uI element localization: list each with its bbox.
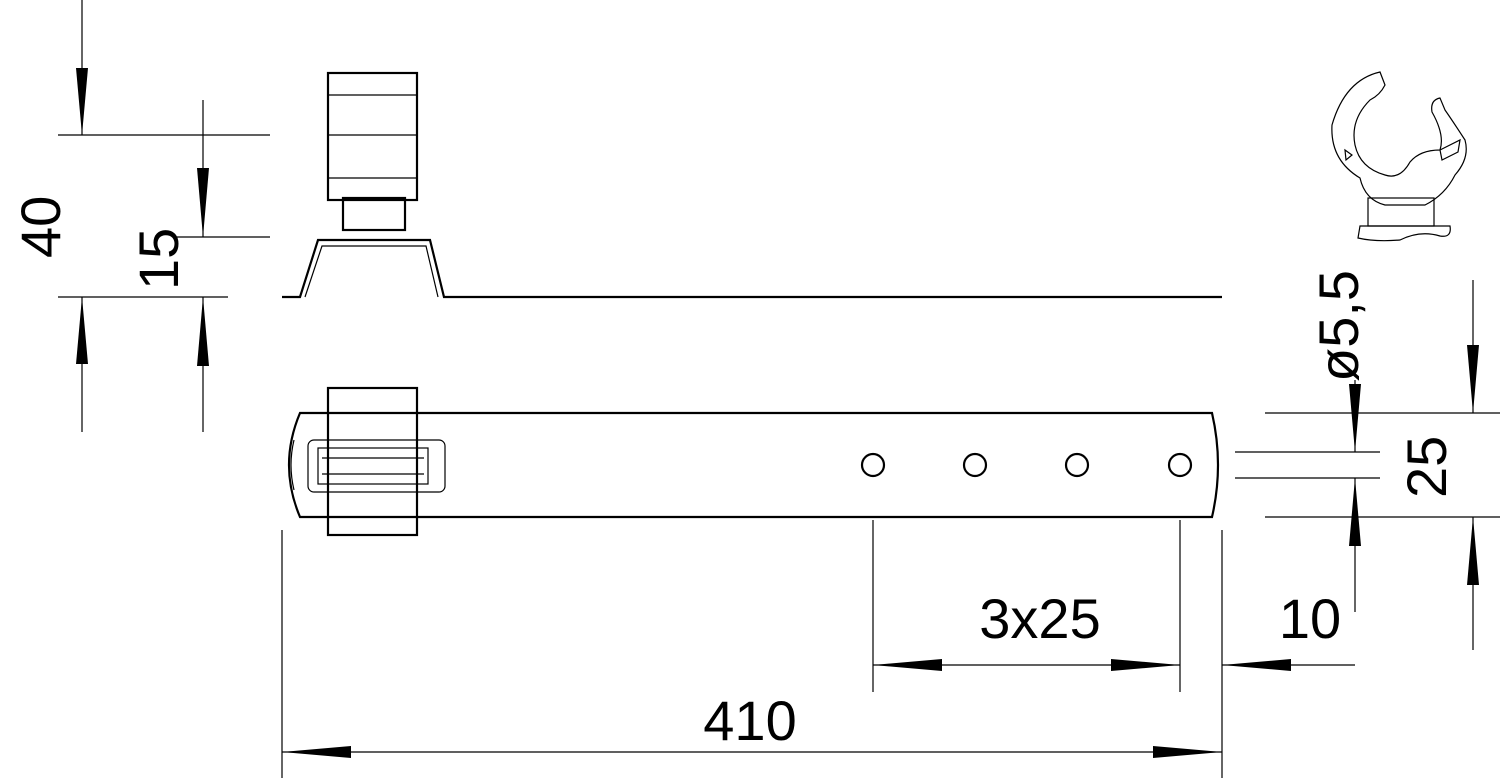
dimension-label-hole-diameter: ø5,5 bbox=[1307, 270, 1370, 382]
dimension-40: 40 bbox=[9, 0, 270, 432]
hole-3 bbox=[1064, 452, 1090, 478]
clip-illustration-icon bbox=[1331, 71, 1467, 242]
top-view-strip bbox=[287, 386, 1220, 537]
dimension-label-25: 25 bbox=[1395, 436, 1458, 498]
dimension-label-40: 40 bbox=[9, 196, 72, 258]
hole-4 bbox=[1167, 452, 1193, 478]
side-view bbox=[282, 71, 1222, 299]
dimension-hole-diameter: ø5,5 bbox=[1235, 270, 1380, 612]
dimension-25: 25 bbox=[1265, 280, 1500, 650]
dimension-label-10: 10 bbox=[1279, 587, 1341, 650]
dimension-15: 15 bbox=[127, 100, 270, 432]
dimension-label-15: 15 bbox=[127, 228, 190, 290]
dimension-3x25: 3x25 bbox=[872, 520, 1181, 692]
dimension-label-410: 410 bbox=[703, 689, 796, 752]
dimension-410: 410 bbox=[281, 530, 1223, 778]
hole-1 bbox=[860, 452, 886, 478]
hole-2 bbox=[962, 452, 988, 478]
dimension-label-3x25: 3x25 bbox=[979, 587, 1100, 650]
dimension-10: 10 bbox=[1222, 587, 1355, 671]
